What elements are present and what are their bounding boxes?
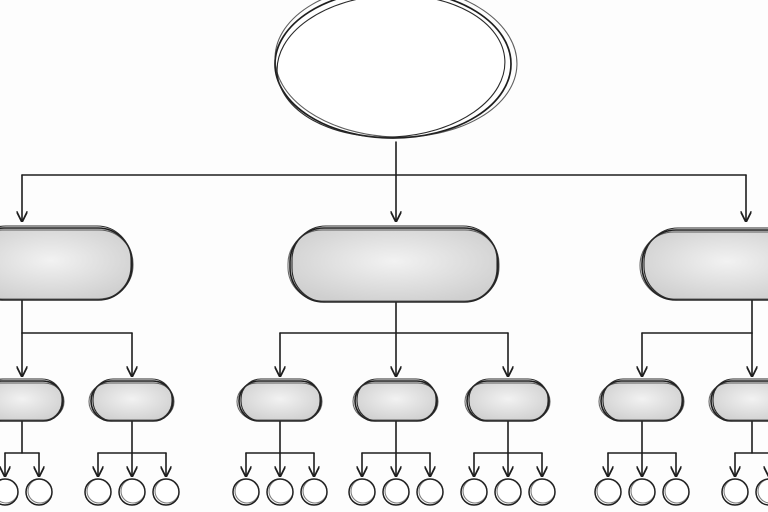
leaf-node-sketch-stroke xyxy=(530,478,556,504)
root-node xyxy=(274,0,518,139)
level1-node-body xyxy=(641,229,768,301)
leaf-node-sketch-stroke xyxy=(496,478,522,504)
level2-node-sketch-stroke xyxy=(88,382,175,421)
level2-node-sketch-stroke xyxy=(0,382,65,421)
level2-node-body xyxy=(0,380,64,422)
level2-node-sketch-stroke xyxy=(468,378,549,422)
leaf-node-sketch-stroke xyxy=(664,478,690,504)
level2-node-body xyxy=(466,380,550,422)
level1-node-body xyxy=(289,227,499,303)
leaf-node-sketch-stroke xyxy=(384,478,410,504)
level1-node-sketch-stroke xyxy=(291,225,498,303)
leaf-node-sketch-stroke xyxy=(462,478,488,504)
level2-node-sketch-stroke xyxy=(240,378,321,422)
level2-node-sketch-stroke xyxy=(712,378,768,422)
level2-node-body xyxy=(600,380,684,422)
level2-node xyxy=(598,378,685,422)
level2-node-sketch-stroke xyxy=(0,378,63,422)
level2-node-sketch-stroke xyxy=(464,382,551,421)
level1-node xyxy=(287,225,500,303)
level1-node-sketch-stroke xyxy=(639,231,768,300)
leaf-node-sketch-stroke xyxy=(0,478,19,504)
level2-node-body xyxy=(710,380,768,422)
level1-node-sketch-stroke xyxy=(287,229,500,302)
level2-node xyxy=(464,378,551,422)
level2-node-sketch-stroke xyxy=(708,382,768,421)
level2-node-sketch-stroke xyxy=(236,382,323,421)
level2-node xyxy=(88,378,175,422)
level2-node-body xyxy=(238,380,322,422)
level2-node-sketch-stroke xyxy=(602,378,683,422)
root-node-sketch-stroke xyxy=(274,0,518,138)
level2-node-sketch-stroke xyxy=(598,382,685,421)
leaf-node-sketch-stroke xyxy=(630,478,656,504)
leaf-node-sketch-stroke xyxy=(350,478,376,504)
level2-node xyxy=(352,378,439,422)
level2-node-sketch-stroke xyxy=(92,378,173,422)
level1-node-body xyxy=(0,227,133,301)
leaf-node-sketch-stroke xyxy=(596,478,622,504)
leaf-node-sketch-stroke xyxy=(86,478,112,504)
level2-node-sketch-stroke xyxy=(356,378,437,422)
leaf-node-sketch-stroke xyxy=(234,478,260,504)
level2-node xyxy=(708,378,768,422)
level1-node-sketch-stroke xyxy=(0,225,132,301)
level2-node-body xyxy=(354,380,438,422)
leaf-node-sketch-stroke xyxy=(268,478,294,504)
leaf-node-sketch-stroke xyxy=(154,478,180,504)
level2-node-body xyxy=(90,380,174,422)
level2-node xyxy=(236,378,323,422)
leaf-node-sketch-stroke xyxy=(27,478,53,504)
level1-node xyxy=(0,225,134,301)
leaf-node-sketch-stroke xyxy=(723,478,749,504)
level2-node-sketch-stroke xyxy=(352,382,439,421)
connector-layer xyxy=(5,141,768,475)
level1-node-sketch-stroke xyxy=(643,227,768,301)
leaf-node-sketch-stroke xyxy=(302,478,328,504)
level1-node-sketch-stroke xyxy=(0,229,134,300)
leaf-node-sketch-stroke xyxy=(757,478,768,504)
level2-node xyxy=(0,378,65,422)
root-node-circle xyxy=(274,0,512,139)
leaf-node-sketch-stroke xyxy=(418,478,444,504)
leaf-node-sketch-stroke xyxy=(120,478,146,504)
level1-node xyxy=(639,227,768,301)
